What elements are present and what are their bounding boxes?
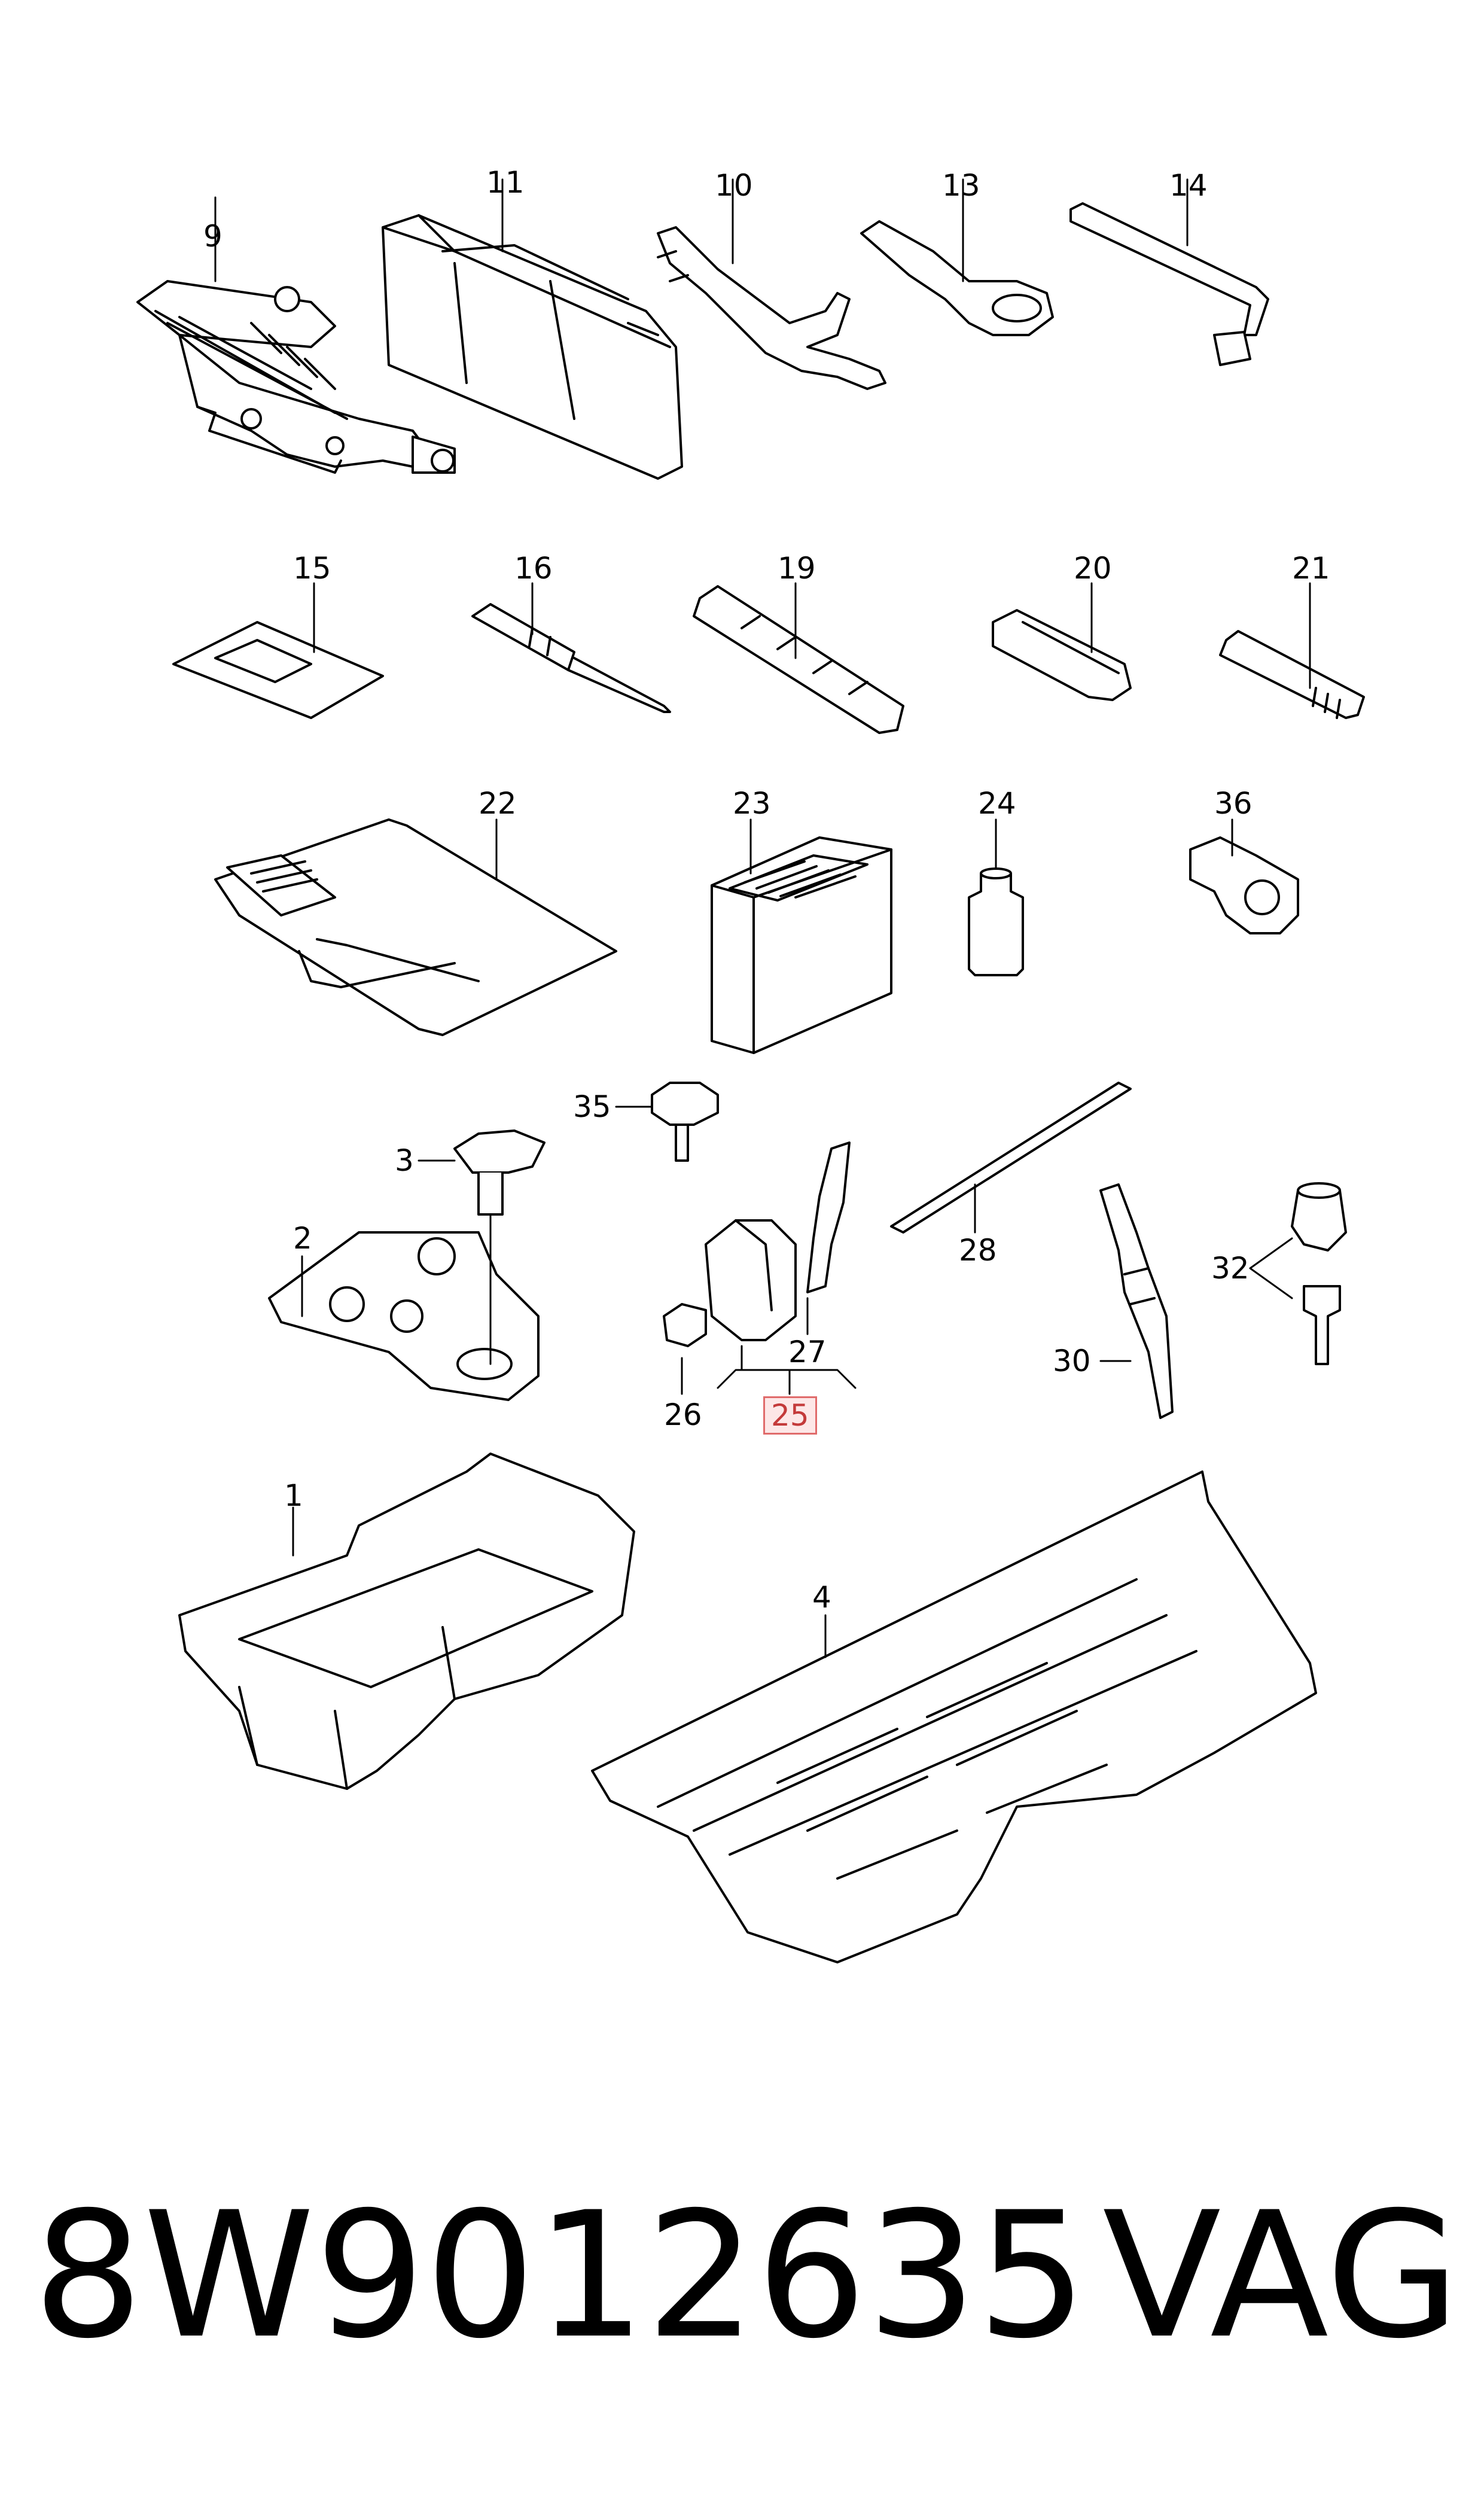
brand-label: VAG — [1102, 2175, 1460, 2377]
callout-20: 20 — [1074, 551, 1112, 586]
callout-3: 3 — [395, 1143, 414, 1178]
tray-part-1 — [178, 1453, 635, 1790]
callout-24: 24 — [978, 786, 1016, 821]
callout-23: 23 — [733, 786, 771, 821]
callout-30: 30 — [1053, 1344, 1091, 1378]
callout-11: 11 — [486, 165, 525, 200]
pin-part-21 — [1219, 582, 1365, 719]
callout-2: 2 — [293, 1221, 312, 1256]
callout-13: 13 — [942, 168, 980, 203]
callout-9: 9 — [203, 219, 223, 254]
pad-part-15 — [172, 582, 384, 719]
callout-28: 28 — [959, 1233, 997, 1268]
hook-part-10 — [657, 178, 886, 390]
callout-35: 35 — [573, 1089, 611, 1124]
screwdriver-part-16 — [471, 582, 671, 713]
callout-27: 27 — [788, 1335, 827, 1369]
folder-part-22 — [214, 818, 617, 1036]
wing-nut-part-3 — [418, 1129, 546, 1216]
callout-36: 36 — [1214, 786, 1253, 821]
bag-part-11 — [382, 178, 683, 480]
towing-eye-part-13 — [860, 178, 1054, 336]
rod-part-28 — [890, 1082, 1132, 1234]
box-part-23 — [711, 818, 892, 1054]
callout-22: 22 — [479, 786, 517, 821]
callout-26: 26 — [664, 1397, 702, 1432]
callout-10: 10 — [715, 168, 753, 203]
part-number: 8W9012635 — [33, 2175, 1087, 2377]
callout-25-highlighted: 25 — [763, 1396, 817, 1435]
handle-part-30 — [1099, 1183, 1174, 1419]
floor-tray-part-4 — [591, 1470, 1317, 1963]
callout-4: 4 — [812, 1580, 831, 1615]
callout-32: 32 — [1211, 1251, 1250, 1286]
callout-14: 14 — [1169, 168, 1208, 203]
wheel-wrench-part-14 — [1069, 178, 1269, 366]
holder-part-25-group — [663, 1141, 857, 1395]
callout-1: 1 — [284, 1478, 303, 1513]
callout-21: 21 — [1292, 551, 1330, 586]
bit-holder-part-19 — [693, 582, 904, 734]
callout-19: 19 — [778, 551, 816, 586]
clip-part-20 — [992, 582, 1132, 701]
callout-16: 16 — [514, 551, 553, 586]
diagram-drawing — [136, 178, 1365, 1963]
bracket-part-2 — [268, 1213, 540, 1401]
jack-part-9 — [136, 196, 456, 474]
bolt-lock-part-36 — [1189, 818, 1299, 934]
bottle-part-24 — [968, 818, 1024, 976]
bolts-part-32 — [1249, 1182, 1347, 1365]
callout-15: 15 — [293, 551, 331, 586]
knob-part-35 — [615, 1082, 719, 1162]
